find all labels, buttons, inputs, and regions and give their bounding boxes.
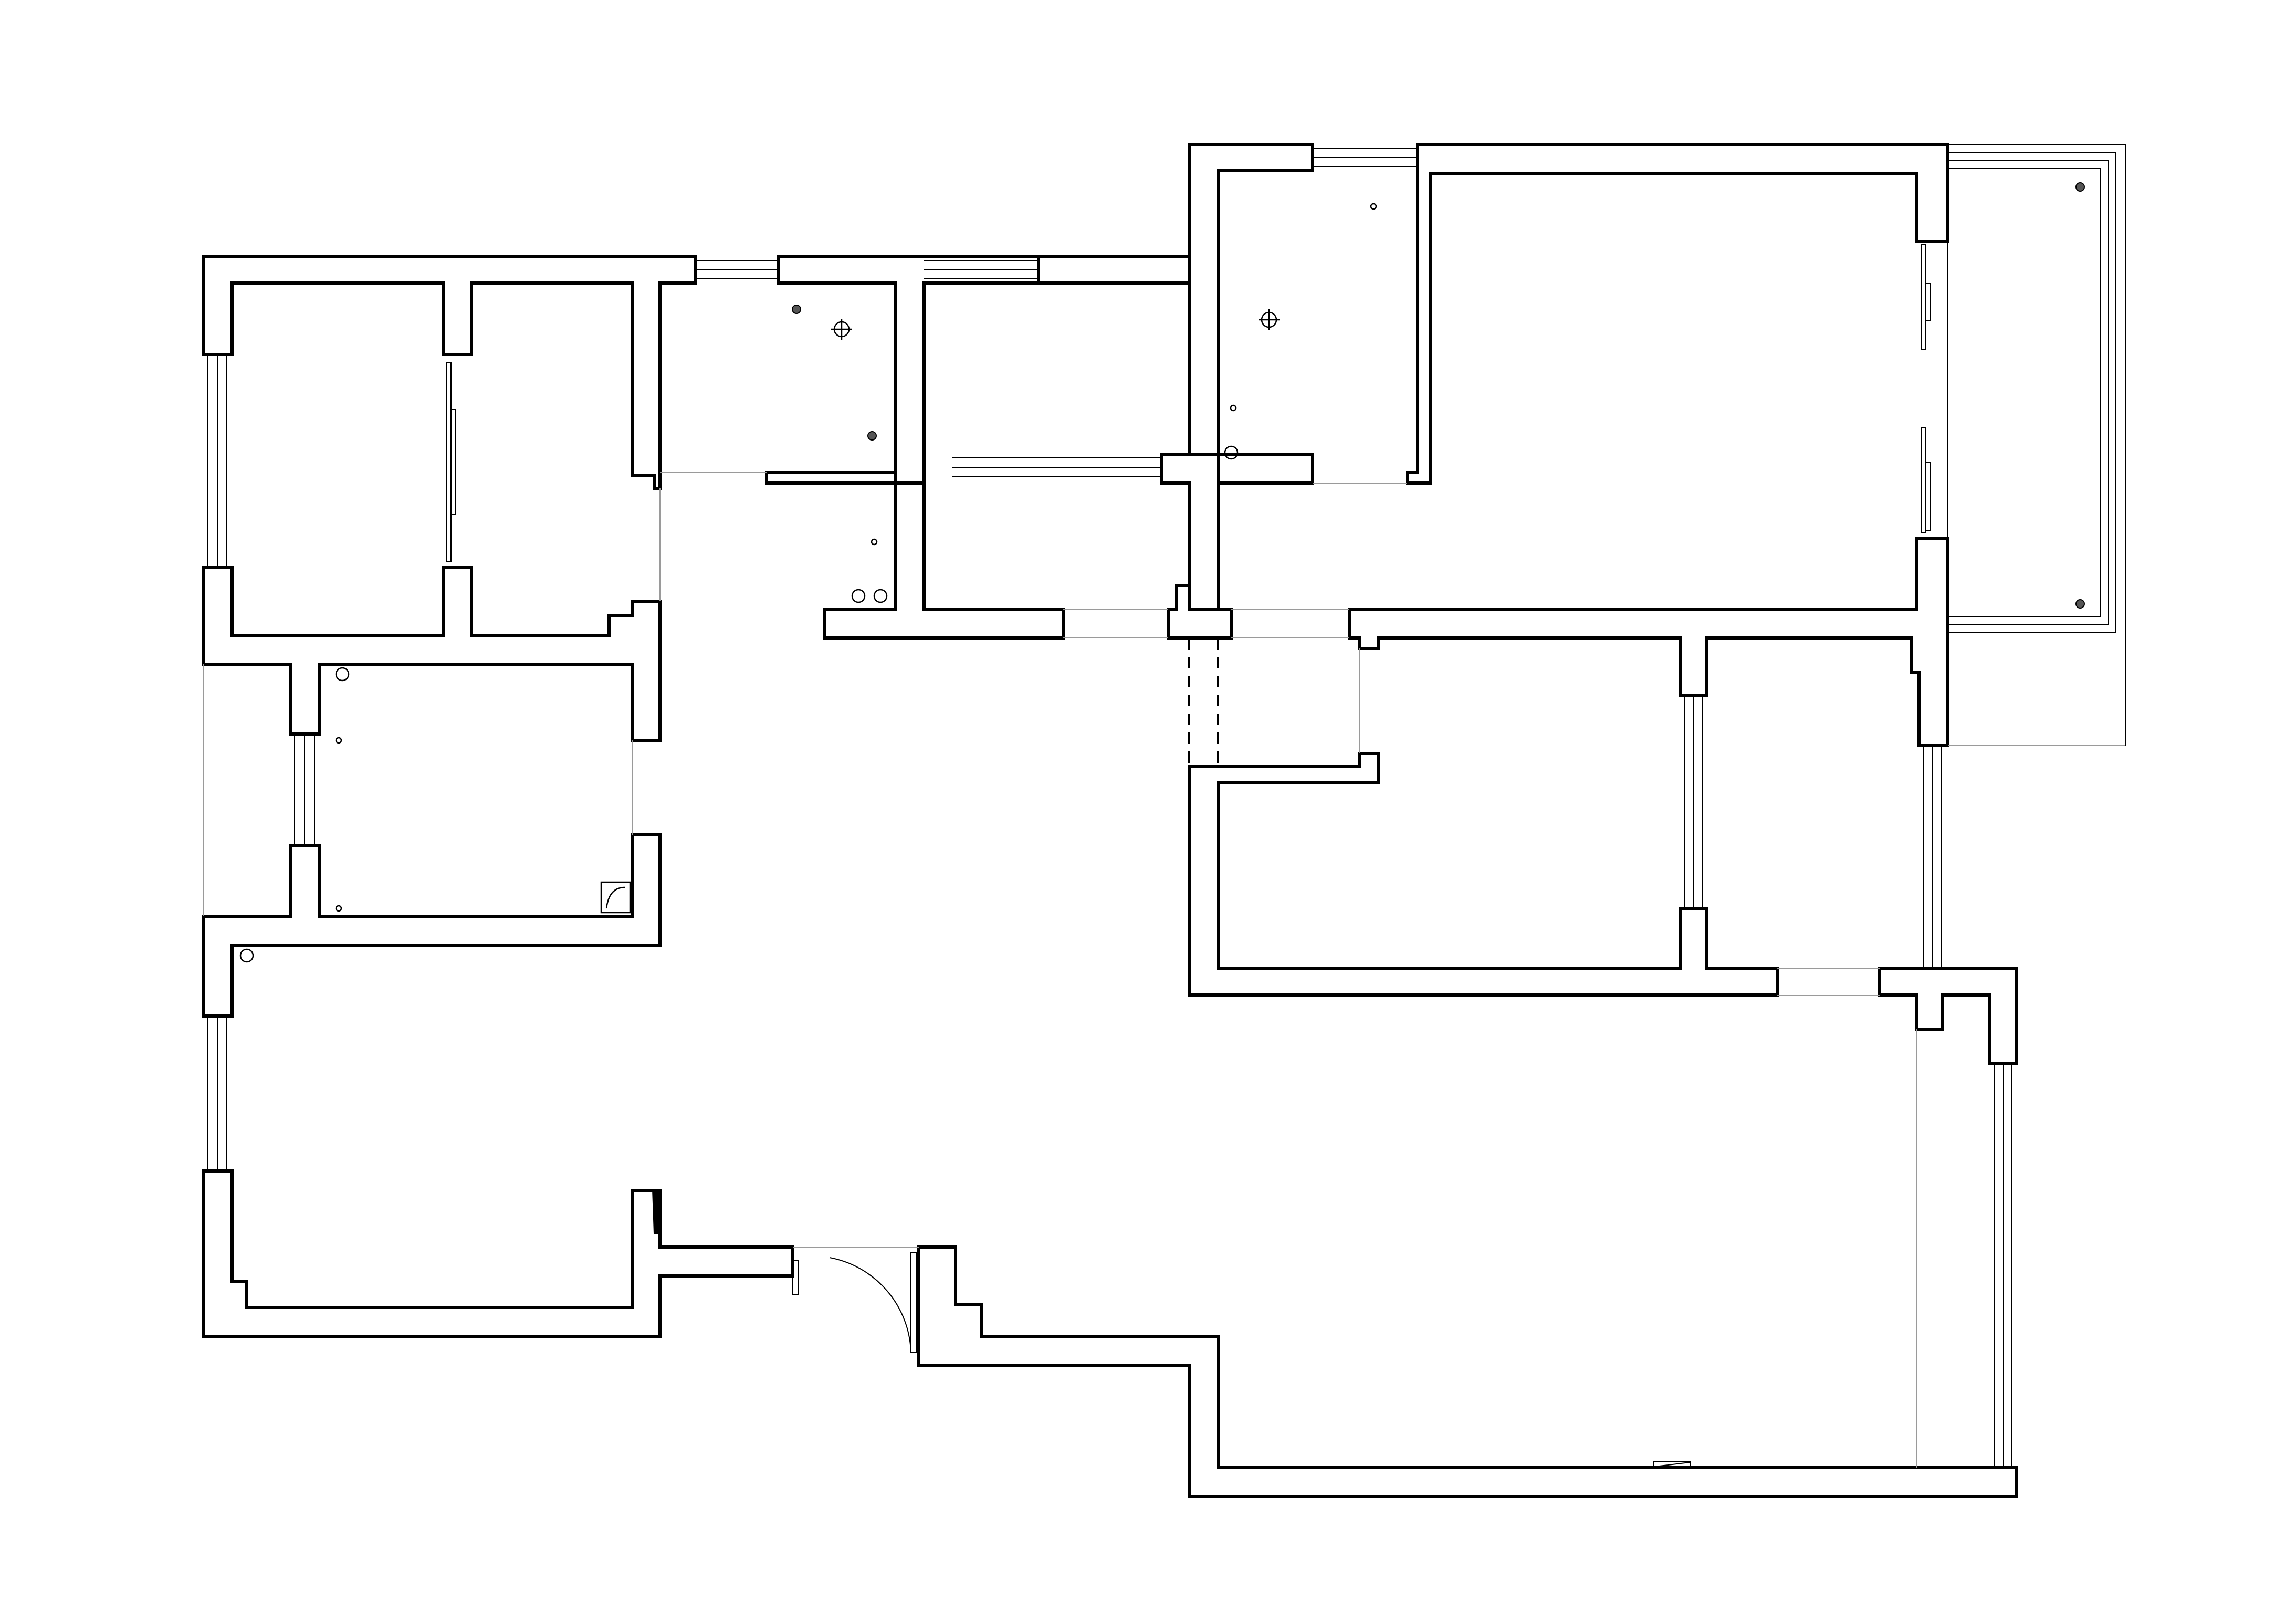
wall-middle-left-room-bottom (202, 833, 662, 1018)
window-bedroom3 (1684, 696, 1703, 908)
water-pipe-icon (1224, 445, 1239, 460)
water-pipe-icon (871, 538, 878, 546)
entry-door (652, 1189, 919, 1353)
right-wing-walls (1188, 143, 1949, 997)
wall-bath-lower-left (765, 471, 897, 485)
wall-bath-lower (765, 471, 1065, 640)
ceiling-light-icon (1259, 309, 1280, 330)
window-kitchen (952, 457, 1162, 477)
wall-lower-left-room (202, 1169, 794, 1338)
window-left-2 (294, 734, 315, 845)
living-walls (917, 967, 2018, 1498)
left-wing-walls (202, 255, 794, 1338)
floor-drain-icon (1653, 1461, 1691, 1468)
window-left-1 (207, 354, 227, 567)
floor-drain-icon (792, 305, 801, 314)
wall-living-bottom (917, 1245, 2018, 1498)
window-left-3 (207, 1016, 227, 1171)
wall-top-left-room (202, 255, 697, 490)
water-pipe-icon (335, 667, 350, 682)
wall-corridor-right (1348, 537, 1949, 747)
floor-drain-icon (867, 431, 877, 441)
window-top-2 (924, 260, 1039, 279)
window-right-corridor (1923, 746, 1942, 969)
wall-bath2 (1188, 143, 1314, 456)
wall-left-room-bottom (202, 566, 662, 742)
wall-bedroom3 (1188, 752, 1779, 997)
water-pipe-icon (851, 589, 866, 603)
wall-bath-right (1037, 143, 1314, 611)
water-pipe-icon (873, 589, 888, 603)
balcony-drain-icon (2075, 182, 2085, 192)
water-pipe-icon (1230, 404, 1237, 412)
balcony-drain-icon (2075, 599, 2085, 609)
windows (207, 148, 2012, 1468)
sliding-doors (446, 244, 1931, 562)
balcony (1947, 144, 2126, 746)
center-block-walls (765, 143, 1314, 640)
wall-bath-top (777, 255, 1040, 485)
openings (203, 472, 2125, 1468)
wall-living-right (1878, 967, 2018, 1065)
water-pipe-icon (1370, 203, 1377, 210)
ceiling-light-icon (831, 319, 852, 340)
wall-master-bedroom (1406, 143, 1949, 485)
water-pipe-icon (335, 905, 342, 912)
window-top-1 (695, 260, 778, 279)
entry-marker-icon (652, 1189, 660, 1234)
water-pipe-icon (335, 737, 342, 744)
dashed-partition (1188, 638, 1219, 767)
window-top-3 (1313, 148, 1418, 167)
fixtures (239, 203, 1691, 1468)
window-living-right (1994, 1063, 2012, 1468)
toilet-mark-icon (600, 881, 631, 914)
water-pipe-icon (239, 948, 254, 963)
